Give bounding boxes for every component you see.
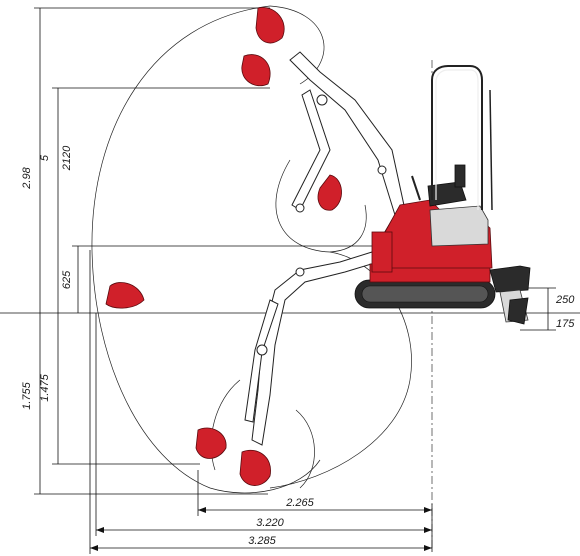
label-reach-ground: 3.220 xyxy=(256,517,284,529)
label-blade-depth: 175 xyxy=(556,318,575,330)
dimension-labels: 2.98 5 2120 625 1.755 1.475 250 175 2.26… xyxy=(21,145,575,547)
label-max-height-outer: 2.98 xyxy=(21,166,33,189)
label-dig-depth-inner: 1.475 xyxy=(39,373,51,401)
label-min-radius: 2.265 xyxy=(285,497,314,509)
arm-lower-position xyxy=(244,251,379,446)
label-dump-height: 2120 xyxy=(61,145,73,171)
bucket-icon xyxy=(241,7,342,211)
label-max-height-pin: 5 xyxy=(39,154,51,161)
label-dig-depth-outer: 1.755 xyxy=(21,381,33,409)
horizontal-dimensions xyxy=(89,250,433,554)
label-ground-level-reach: 625 xyxy=(61,270,73,289)
arm-upper-position xyxy=(289,51,406,246)
label-blade-lift: 250 xyxy=(555,294,575,306)
excavator-body xyxy=(354,65,496,309)
bucket-icon xyxy=(105,282,271,486)
label-max-reach: 3.285 xyxy=(248,535,276,547)
vertical-dimensions xyxy=(34,7,556,495)
dozer-blade xyxy=(489,265,531,325)
